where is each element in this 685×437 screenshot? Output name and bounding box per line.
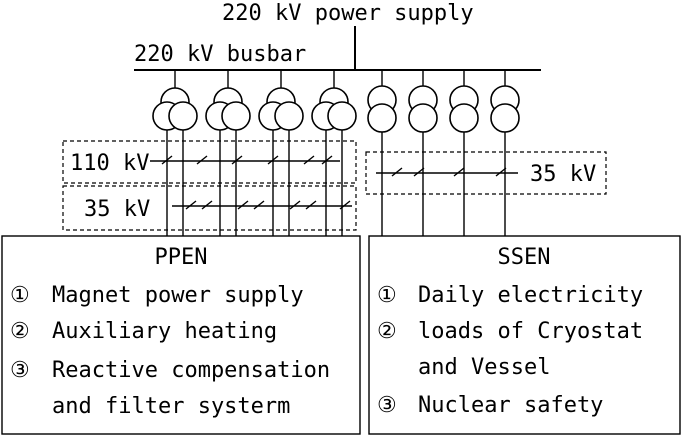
three-winding-transformer-4 [311, 70, 357, 131]
ssen-item-3-text: Nuclear safety [418, 393, 603, 418]
ssen-item-1-text: Daily electricity [418, 283, 643, 308]
busbar-label: 220 kV busbar [134, 42, 306, 67]
ppen-item-2-num: ② [10, 319, 30, 344]
supply-label: 220 kV power supply [222, 1, 474, 26]
ppen-panel [1, 235, 361, 435]
two-winding-transformer-1 [367, 70, 397, 133]
ssen-panel [368, 235, 681, 435]
ssen-item-1-num: ① [377, 283, 397, 308]
ppen-item-3-text-line1: Reactive compensation [52, 358, 330, 383]
ssen-item-2-num: ② [377, 319, 397, 344]
ppen-title: PPEN [155, 245, 208, 270]
two-winding-transformer-3 [449, 70, 479, 133]
three-winding-transformer-2 [205, 70, 251, 131]
ssen-35kv-box [365, 151, 607, 195]
ppen-item-1-num: ① [10, 283, 30, 308]
ppen-110kv-label: 110 kV [70, 151, 149, 176]
ppen-item-2-text: Auxiliary heating [52, 319, 277, 344]
ppen-35kv-box [62, 185, 357, 231]
ssen-item-2-text-line1: loads of Cryostat [418, 319, 643, 344]
ppen-110kv-bus [150, 155, 340, 165]
ppen-item-1-text: Magnet power supply [52, 283, 304, 308]
ssen-item-2-text-line2: and Vessel [418, 355, 550, 380]
ssen-35kv-bus [376, 167, 518, 177]
ssen-35kv-label: 35 kV [530, 162, 596, 187]
three-winding-transformer-3 [258, 70, 304, 131]
two-winding-transformer-4 [490, 70, 520, 133]
two-winding-transformer-2 [408, 70, 438, 133]
ssen-item-3-num: ③ [377, 393, 397, 418]
ssen-feeders [381, 132, 506, 236]
ppen-item-3-num: ③ [10, 358, 30, 383]
ppen-35kv-bus [172, 200, 352, 210]
ppen-feeders [166, 130, 343, 236]
ssen-title: SSEN [498, 245, 551, 270]
three-winding-transformer-1 [152, 70, 198, 131]
ppen-35kv-label: 35 kV [84, 197, 150, 222]
ppen-item-3-text-line2: and filter systerm [52, 394, 290, 419]
